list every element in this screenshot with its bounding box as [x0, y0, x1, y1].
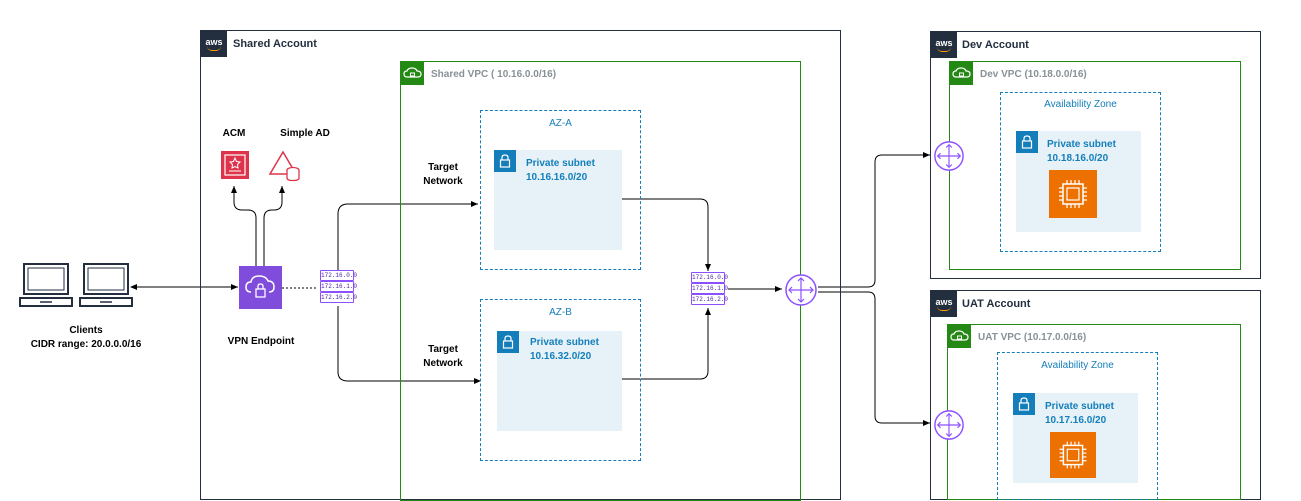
subnet-b-name: Private subnet — [530, 337, 599, 348]
subnet-uat-name: Private subnet — [1045, 401, 1114, 412]
lock-icon — [497, 331, 519, 353]
uat-az-title: Availability Zone — [1041, 360, 1114, 371]
simple-ad-icon — [268, 150, 302, 182]
subnet-dev-name: Private subnet — [1047, 139, 1116, 150]
transit-gateway-icon — [784, 273, 818, 307]
subnet-a-name: Private subnet — [526, 158, 595, 169]
target-network-label-1: Target Network — [423, 162, 463, 187]
simple-ad-label: Simple AD — [280, 128, 330, 139]
vpn-endpoint-label: VPN Endpoint — [227, 336, 295, 347]
clients-label: Clients CIDR range: 20.0.0.0/16 — [30, 325, 142, 350]
transit-gateway-icon — [933, 140, 965, 172]
aws-logo-icon: aws — [931, 291, 957, 317]
ec2-instance-icon — [1049, 170, 1097, 218]
cloud-lock-icon — [948, 325, 971, 348]
uat-account-title: UAT Account — [962, 298, 1031, 310]
subnet-a: Private subnet 10.16.16.0/20 — [494, 150, 622, 250]
lock-icon — [494, 150, 516, 172]
suba-rt2-line — [622, 198, 711, 271]
ec2-instance-icon — [1050, 432, 1096, 478]
acm-label: ACM — [222, 128, 246, 139]
cloud-lock-icon — [950, 62, 973, 85]
route-entry: 172.16.2.0 — [320, 292, 358, 303]
subnet-dev-cidr: 10.18.16.0/20 — [1047, 153, 1109, 164]
subnet-b-cidr: 10.16.32.0/20 — [530, 351, 592, 362]
subnet-uat-cidr: 10.17.16.0/20 — [1045, 415, 1107, 426]
az-a-group: AZ-A — [480, 110, 641, 270]
vpn-ad-line — [263, 186, 285, 266]
lock-icon — [1013, 393, 1035, 415]
vpn-route-table: 172.16.0.0 172.16.1.0 172.16.2.0 — [320, 270, 358, 303]
az-a-title: AZ-A — [549, 118, 572, 129]
tgw-dev-line — [818, 152, 930, 288]
route-entry: 172.16.1.0 — [691, 283, 729, 294]
lock-icon — [1016, 131, 1038, 153]
aws-logo-icon: aws — [931, 32, 957, 58]
dev-az-title: Availability Zone — [1044, 99, 1117, 110]
laptop-icon — [19, 262, 73, 312]
az-b-title: AZ-B — [549, 307, 572, 318]
subnet-b: Private subnet 10.16.32.0/20 — [497, 331, 622, 431]
cloud-lock-icon — [401, 62, 424, 85]
shared-vpc-title: Shared VPC ( 10.16.0.0/16) — [431, 69, 557, 80]
dev-account-group: aws Dev Account — [930, 31, 1261, 279]
dev-vpc-title: Dev VPC (10.18.0.0/16) — [980, 69, 1087, 80]
uat-vpc-title: UAT VPC (10.17.0.0/16) — [978, 332, 1087, 343]
tgw-uat-line — [818, 291, 930, 426]
laptop-icon — [79, 262, 133, 312]
dev-account-title: Dev Account — [962, 39, 1029, 51]
rt-subb-line — [337, 306, 481, 384]
client-vpn-icon — [239, 266, 282, 309]
route-entry: 172.16.2.0 — [691, 294, 729, 305]
dev-az-group: Availability Zone — [1000, 92, 1161, 252]
acm-icon — [221, 151, 249, 179]
route-entry: 172.16.1.0 — [320, 281, 358, 292]
subnet-a-cidr: 10.16.16.0/20 — [526, 172, 588, 183]
route-entry: 172.16.0.0 — [320, 270, 358, 281]
route-entry: 172.16.0.0 — [691, 272, 729, 283]
connectors — [130, 152, 930, 426]
rt-suba-line — [337, 201, 478, 270]
subb-rt2-line — [622, 308, 711, 380]
az-b-group: AZ-B — [480, 299, 641, 461]
aws-logo-icon: aws — [201, 31, 227, 57]
transit-gateway-icon — [933, 409, 965, 441]
shared-account-title: Shared Account — [233, 38, 317, 50]
vpc-route-table: 172.16.0.0 172.16.1.0 172.16.2.0 — [691, 272, 729, 305]
target-network-label-2: Target Network — [423, 344, 463, 369]
vpn-acm-line — [231, 186, 257, 266]
